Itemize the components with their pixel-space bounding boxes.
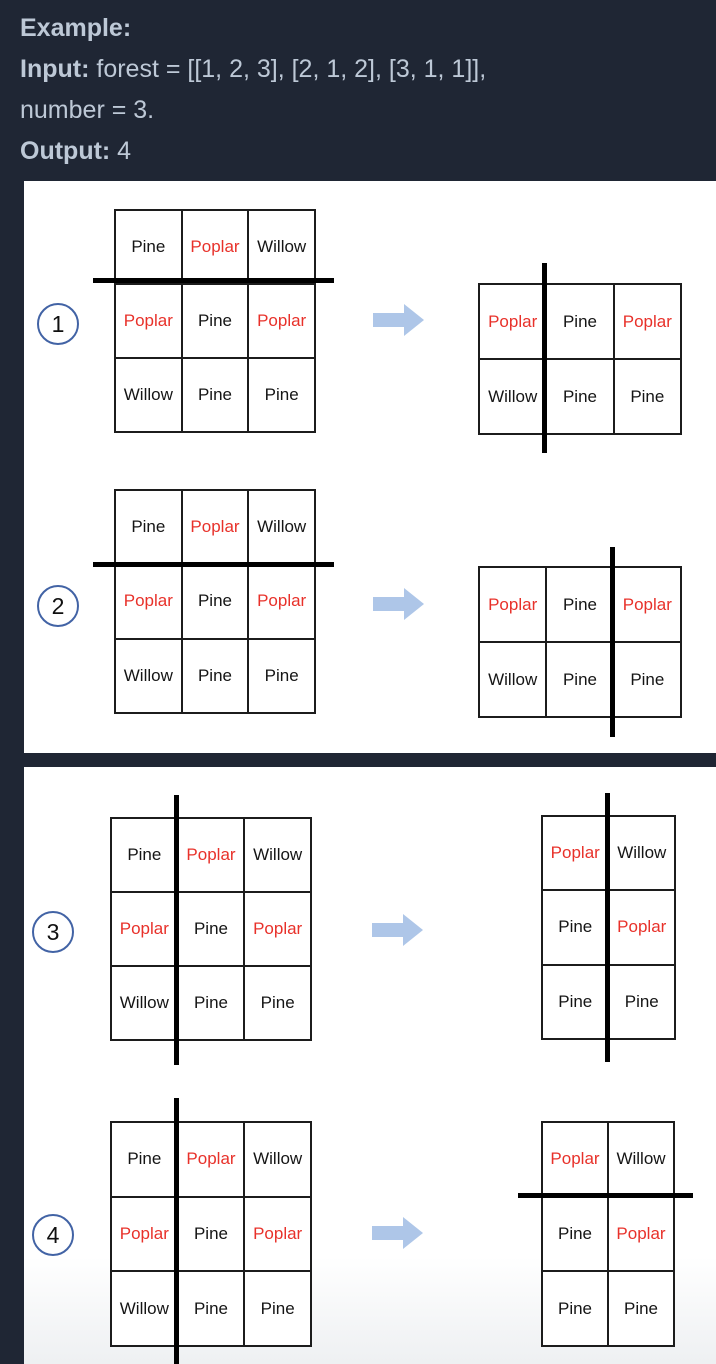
case-4-source-cut-line [174, 1098, 179, 1364]
grid-cell: Poplar [248, 284, 315, 358]
grid-cell: Pine [244, 1271, 311, 1346]
grid-cell: Poplar [479, 567, 547, 642]
grid-cell: Pine [546, 642, 614, 717]
case-3-number-badge: 3 [32, 911, 74, 953]
grid-cell: Poplar [115, 284, 182, 358]
grid-cell: Pine [248, 358, 315, 432]
grid-cell: Poplar [111, 892, 178, 966]
grid-cell: Pine [177, 1271, 245, 1346]
grid-cell: Poplar [542, 816, 609, 891]
case-2-arrow-icon [373, 587, 425, 621]
case-4-arrow-icon [372, 1216, 424, 1250]
grid-cell: Pine [608, 964, 675, 1039]
grid-cell: Willow [244, 818, 311, 892]
grid-cell: Pine [542, 890, 609, 965]
grid-cell: Poplar [177, 1122, 245, 1197]
grid-cell: Poplar [115, 564, 182, 639]
grid-cell: Pine [181, 638, 249, 713]
case-4-number: 4 [46, 1221, 60, 1248]
output-label: Output: [20, 137, 111, 165]
grid-cell: Pine [613, 642, 681, 717]
input-continuation: number = 3. [20, 96, 155, 124]
grid-cell: Willow [248, 490, 315, 565]
grid-cell: Willow [608, 816, 675, 891]
case-2-number-badge: 2 [37, 585, 79, 627]
grid-cell: Pine [542, 1271, 608, 1346]
case-4-result-cut-line [518, 1193, 693, 1198]
example-title: Example: [20, 8, 696, 49]
grid-cell: Pine [608, 1271, 674, 1346]
grid-cell: Willow [608, 1122, 674, 1197]
case-1-number-badge: 1 [37, 303, 79, 345]
grid-cell: Pine [111, 1122, 178, 1197]
grid-cell: Pine [181, 564, 249, 639]
grid-cell: Willow [244, 1122, 311, 1197]
grid-cell: Willow [111, 1271, 178, 1346]
grid-cell: Pine [546, 567, 614, 642]
grid-cell: Poplar [542, 1122, 608, 1197]
case-2-source-cut-line [93, 562, 334, 567]
grid-cell: Pine [248, 638, 315, 713]
grid-cell: Poplar [613, 567, 681, 642]
grid-cell: Pine [244, 966, 311, 1040]
input-label: Input: [20, 55, 90, 83]
input-continuation-line: number = 3. [20, 90, 696, 131]
grid-cell: Poplar [248, 564, 315, 639]
grid-cell: Poplar [608, 890, 675, 965]
grid-cell: Poplar [479, 284, 547, 359]
case-1-source-cut-line [93, 278, 334, 283]
grid-cell: Pine [181, 358, 249, 432]
grid-cell: Poplar [244, 892, 311, 966]
grid-cell: Pine [613, 359, 681, 434]
grid-cell: Pine [177, 892, 245, 966]
grid-cell: Pine [177, 966, 245, 1040]
output-value: 4 [110, 137, 132, 165]
case-3-source-cut-line [174, 795, 179, 1065]
grid-cell: Poplar [177, 818, 245, 892]
grid-cell: Pine [111, 818, 178, 892]
grid-cell: Willow [115, 638, 182, 713]
example-label: Example: [20, 14, 132, 42]
grid-cell: Willow [248, 210, 315, 284]
grid-cell: Pine [542, 964, 609, 1039]
grid-cell: Pine [546, 359, 614, 434]
case-4-number-badge: 4 [32, 1214, 74, 1256]
output-line: Output: 4 [20, 131, 696, 172]
grid-cell: Poplar [613, 284, 681, 359]
grid-cell: Pine [542, 1196, 608, 1272]
grid-cell: Poplar [244, 1196, 311, 1272]
grid-cell: Willow [115, 358, 182, 432]
grid-cell: Poplar [181, 490, 249, 565]
grid-cell: Poplar [181, 210, 249, 284]
grid-cell: Willow [479, 642, 547, 717]
case-2-number: 2 [51, 592, 65, 619]
case-1-result-cut-line [542, 263, 547, 453]
example-header: Example: Input: forest = [[1, 2, 3], [2,… [20, 8, 696, 172]
grid-cell: Pine [115, 210, 182, 284]
grid-cell: Pine [115, 490, 182, 565]
grid-cell: Pine [181, 284, 249, 358]
grid-cell: Pine [546, 284, 614, 359]
case-1-arrow-icon [373, 303, 425, 337]
case-3-result-cut-line [605, 793, 610, 1062]
grid-cell: Willow [111, 966, 178, 1040]
grid-cell: Willow [479, 359, 547, 434]
grid-cell: Poplar [608, 1196, 674, 1272]
grid-cell: Poplar [111, 1196, 178, 1272]
input-line: Input: forest = [[1, 2, 3], [2, 1, 2], [… [20, 49, 696, 90]
input-value: forest = [[1, 2, 3], [2, 1, 2], [3, 1, 1… [89, 55, 487, 83]
case-3-arrow-icon [372, 913, 424, 947]
case-2-result-cut-line [610, 547, 615, 737]
case-1-number: 1 [51, 310, 65, 337]
grid-cell: Pine [177, 1196, 245, 1272]
case-3-number: 3 [46, 918, 60, 945]
